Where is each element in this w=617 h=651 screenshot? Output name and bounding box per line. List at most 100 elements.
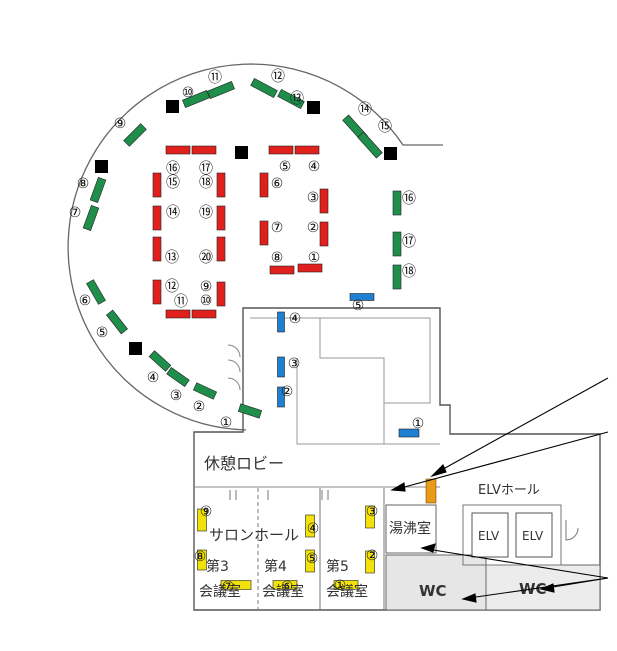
yellow-marker: ⑨ — [197, 504, 212, 532]
green-marker: ⑭ — [342, 102, 372, 142]
green-marker: ⑫ — [250, 69, 285, 99]
meeting-room-walls — [229, 488, 385, 610]
yellow-marker-bar — [305, 514, 315, 538]
green-marker-label: ⑨ — [114, 116, 127, 132]
green-marker-bar — [357, 131, 383, 159]
green-marker-bar — [106, 309, 128, 335]
yellow-marker-bar — [272, 580, 298, 590]
green-marker: ⑩ — [182, 85, 210, 108]
green-marker-label: ③ — [170, 388, 183, 404]
blue-marker: ④ — [277, 311, 301, 333]
red-marker-bar — [216, 205, 226, 231]
red-marker-bar — [216, 281, 226, 307]
blue-marker: ⑤ — [349, 293, 375, 314]
yellow-marker: ⑤ — [305, 549, 319, 573]
red-marker: ⑲ — [199, 205, 226, 231]
green-marker-label: ⑪ — [208, 70, 222, 86]
yellow-marker-label: ③ — [366, 504, 379, 520]
blue-marker-label: ② — [281, 384, 294, 400]
kettle-label: 湯沸室 — [389, 520, 431, 537]
green-marker: ④ — [147, 350, 172, 386]
green-marker-bar — [192, 382, 218, 400]
inner-walls — [250, 317, 440, 445]
yellow-marker-label: ⑧ — [194, 549, 207, 565]
green-marker: ⑰ — [392, 231, 416, 257]
wc1-label: WC — [419, 582, 447, 600]
yellow-marker-bar — [305, 549, 315, 573]
yellow-marker: ③ — [365, 504, 379, 529]
green-marker-label: ⑯ — [402, 191, 416, 207]
red-marker-label: ⑮ — [166, 175, 180, 191]
green-marker-label: ⑰ — [402, 234, 416, 250]
room4-bottom-label: 会議室 — [262, 583, 304, 600]
green-marker: ⑱ — [392, 264, 416, 290]
red-marker: ④ — [294, 145, 320, 175]
elv2-label: ELV — [522, 529, 544, 543]
red-marker-bar — [152, 279, 162, 305]
red-marker: ⑱ — [199, 172, 226, 198]
elv-car-1 — [471, 512, 509, 558]
salon-label: サロンホール — [209, 526, 299, 544]
room5-top-label: 第5 — [326, 558, 349, 575]
green-marker-bar — [86, 279, 106, 305]
red-marker-bar — [165, 145, 191, 155]
red-marker-bar — [294, 145, 320, 155]
elv1-label: ELV — [478, 529, 500, 543]
blue-marker-bar — [277, 386, 285, 408]
red-marker: ③ — [307, 188, 329, 214]
red-marker-label: ① — [308, 250, 321, 266]
blue-marker-label: ⑤ — [352, 298, 365, 314]
red-marker-bar — [165, 309, 191, 319]
red-marker-label: ⑱ — [199, 175, 213, 191]
green-marker-label: ⑱ — [402, 264, 416, 280]
elv-door-arc — [565, 520, 579, 541]
yellow-marker-bar — [365, 505, 375, 529]
green-marker-bar — [166, 366, 190, 388]
green-marker-bar — [82, 204, 100, 232]
yellow-marker-label: ① — [334, 578, 347, 594]
red-marker-label: ⑯ — [166, 161, 180, 177]
red-marker-label: ⑫ — [165, 279, 179, 295]
green-marker: ⑯ — [392, 190, 416, 216]
green-marker-label: ⑮ — [378, 119, 392, 135]
green-marker-label: ⑭ — [358, 102, 372, 118]
green-marker: ③ — [166, 366, 190, 404]
blue-marker-label: ③ — [288, 356, 301, 372]
red-marker: ⑧ — [269, 250, 295, 275]
yellow-marker-bar — [220, 580, 252, 590]
red-marker-label: ⑭ — [166, 205, 180, 221]
green-marker-bar — [392, 264, 402, 290]
green-marker-label: ② — [193, 399, 206, 415]
orange-marker — [425, 478, 437, 504]
green-marker-bar — [392, 190, 402, 216]
green-marker: ② — [192, 382, 218, 415]
elv-car-2 — [515, 512, 553, 558]
green-marker: ⑬ — [277, 88, 305, 110]
green-marker-bar — [237, 403, 263, 419]
lobby-label: 休憩ロビー — [204, 454, 284, 473]
blue-marker: ① — [398, 416, 424, 438]
yellow-marker-label: ⑤ — [306, 551, 319, 567]
red-marker-bar — [297, 263, 323, 273]
blue-marker-bar — [277, 311, 285, 333]
red-marker: ⑰ — [191, 145, 217, 177]
green-marker: ⑧ — [77, 176, 107, 204]
red-marker-label: ⑳ — [199, 250, 213, 266]
green-marker-label: ① — [220, 415, 233, 431]
room4-top-label: 第4 — [264, 558, 287, 575]
red-marker: ⑨ — [200, 279, 226, 307]
green-marker-label: ⑬ — [290, 91, 304, 107]
red-marker: ⑪ — [165, 294, 191, 319]
green-marker-bar — [89, 176, 107, 204]
red-marker: ⑳ — [199, 236, 226, 266]
yellow-marker: ④ — [305, 514, 319, 538]
red-marker-bar — [216, 172, 226, 198]
green-marker-label: ⑥ — [79, 293, 92, 309]
red-marker: ⑥ — [259, 172, 283, 198]
green-marker: ⑦ — [69, 204, 100, 232]
red-marker-label: ⑪ — [174, 294, 188, 310]
red-marker-bar — [319, 188, 329, 214]
red-marker-label: ⑲ — [199, 205, 213, 221]
